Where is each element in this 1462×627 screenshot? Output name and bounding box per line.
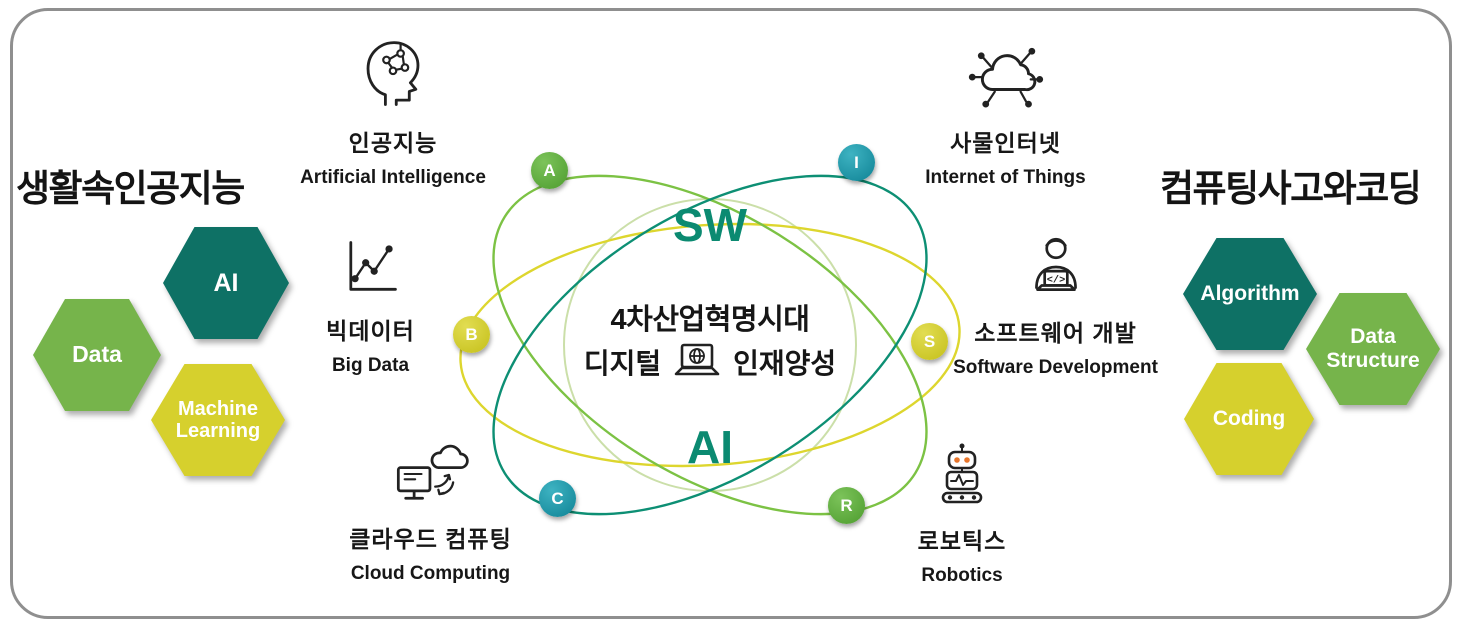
topic-robotics: 로보틱스 Robotics [872,440,1052,587]
badge-i: I [838,144,875,181]
topic-en-label: Robotics [921,565,1003,586]
ai-head-icon [355,34,431,112]
topic-kr-label: 빅데이터 [326,318,415,344]
badge-s: S [911,323,948,360]
center-subline: 디지털 인재양성 [520,342,900,382]
topic-kr-label: 인공지능 [348,130,438,156]
robot-icon [927,440,997,510]
hexagon-data-label: Data [72,341,122,368]
iot-cloud-icon [966,40,1046,112]
topic-en-label: Internet of Things [925,167,1086,188]
hexagon-coding: Coding [1184,363,1314,475]
topic-en-label: Big Data [331,355,410,376]
topic-big-data: 빅데이터 Big Data [293,234,448,377]
sw-label: SW [672,199,748,251]
developer-icon: </> [1020,232,1092,302]
badge-b: B [453,316,490,353]
orbit-ellipses [459,174,961,516]
subline-left-text: 디지털 [583,348,662,379]
svg-text:</>: </> [1046,274,1064,286]
badge-c: C [539,480,576,517]
topic-en-label: Cloud Computing [350,563,511,584]
subline-right-text: 인재양성 [733,348,837,379]
rounded-frame [10,8,1452,619]
cloud-sync-icon [392,440,470,508]
hexagon-data-structure-label: Data Structure [1326,325,1420,372]
topic-kr-label: 로보틱스 [917,528,1007,554]
hexagon-data: Data [33,299,161,411]
badge-r: R [828,487,865,524]
topic-kr-label: 소프트웨어 개발 [974,320,1137,346]
topic-internet-of-things: 사물인터넷 Internet of Things [898,40,1113,189]
right-section-title: 컴퓨팅사고와코딩 [1160,168,1422,209]
bar-chart-icon [337,234,405,300]
topic-en-label: Software Development [953,357,1158,378]
badge-a: A [531,152,568,189]
center-headline: 4차산업혁명시대 [610,304,810,336]
left-section-title: 생활속인공지능 [16,168,245,209]
hexagon-machine-learning: Machine Learning [151,364,285,476]
hexagon-data-structure: Data Structure [1306,293,1440,405]
topic-en-label: Artificial Intelligence [300,167,486,188]
topic-kr-label: 클라우드 컴퓨팅 [349,526,512,552]
ai-label: AI [687,421,733,473]
topic-artificial-intelligence: 인공지능 Artificial Intelligence [288,34,498,189]
topic-cloud-computing: 클라우드 컴퓨팅 Cloud Computing [328,440,533,585]
topic-kr-label: 사물인터넷 [950,130,1061,156]
topic-software-development: </> 소프트웨어 개발 Software Development [943,232,1168,379]
hexagon-algorithm-label: Algorithm [1200,282,1300,306]
hexagon-algorithm: Algorithm [1183,238,1317,350]
hexagon-ai: AI [163,227,289,339]
hexagon-coding-label: Coding [1212,407,1286,431]
laptop-globe-icon [673,343,721,381]
hexagon-ai-label: AI [213,269,239,297]
hexagon-machine-learning-label: Machine Learning [175,397,261,442]
